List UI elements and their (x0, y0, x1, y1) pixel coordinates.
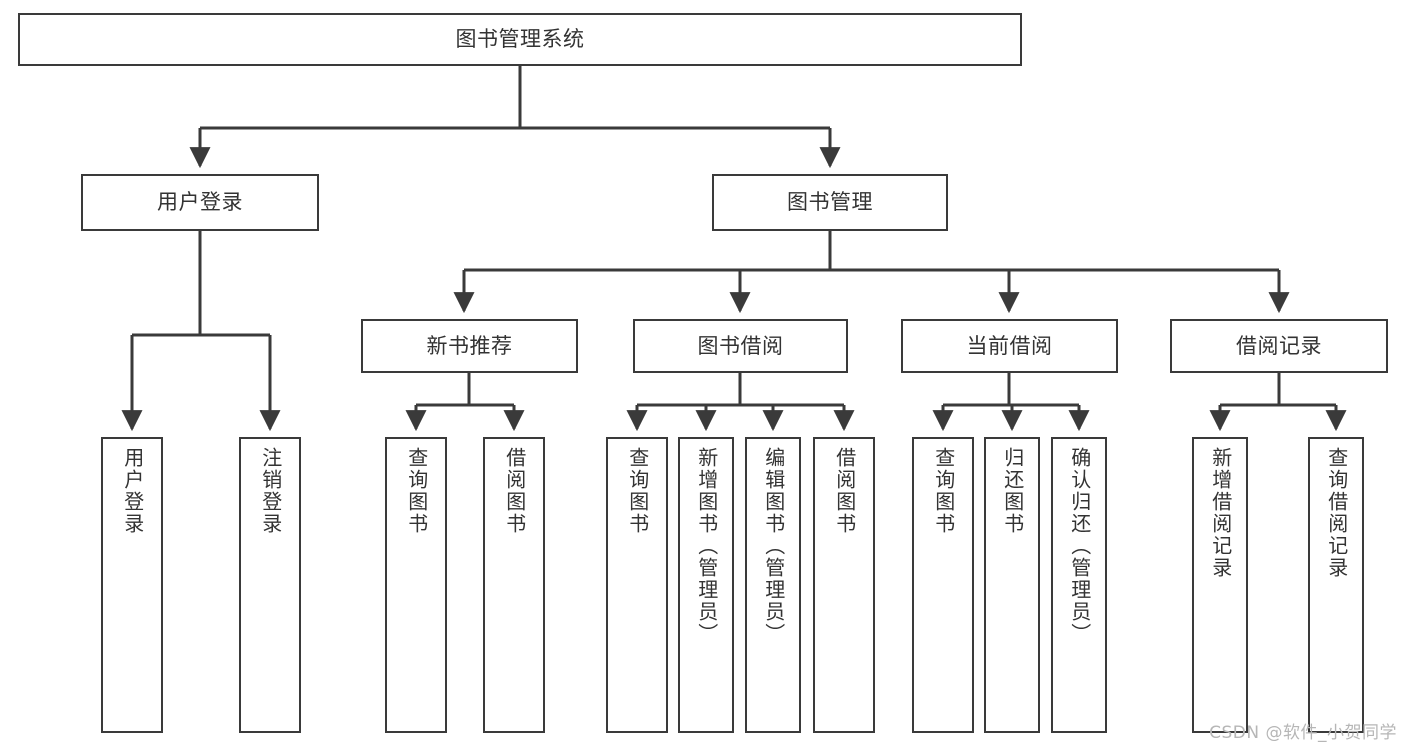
node-user-login[interactable]: 用户登录 (81, 174, 319, 231)
node-leaf-add-borrow-record-label: 新增借阅记录 (1208, 447, 1233, 579)
node-leaf-user-login-label: 用户登录 (120, 447, 145, 535)
node-leaf-return-book[interactable]: 归还图书 (984, 437, 1040, 733)
node-root[interactable]: 图书管理系统 (18, 13, 1022, 66)
node-leaf-query-book-recommend[interactable]: 查询图书 (385, 437, 447, 733)
node-book-borrow-label: 图书借阅 (697, 333, 784, 358)
node-book-manage-label: 图书管理 (787, 190, 873, 215)
node-book-manage[interactable]: 图书管理 (712, 174, 948, 231)
node-leaf-add-book-admin[interactable]: 新增图书（管理员） (678, 437, 734, 733)
node-leaf-logout[interactable]: 注销登录 (239, 437, 301, 733)
node-leaf-confirm-return-admin[interactable]: 确认归还（管理员） (1051, 437, 1107, 733)
node-leaf-logout-label: 注销登录 (258, 447, 283, 535)
node-leaf-borrow-book[interactable]: 借阅图书 (813, 437, 875, 733)
node-user-login-label: 用户登录 (157, 190, 243, 215)
node-leaf-query-book-borrow-label: 查询图书 (625, 447, 650, 535)
node-leaf-add-book-admin-label: 新增图书（管理员） (694, 447, 719, 645)
node-leaf-borrow-book-recommend-label: 借阅图书 (502, 447, 527, 535)
node-leaf-query-book-current[interactable]: 查询图书 (912, 437, 974, 733)
node-leaf-query-borrow-record[interactable]: 查询借阅记录 (1308, 437, 1364, 733)
node-new-book-recommend-label: 新书推荐 (426, 333, 513, 358)
node-leaf-edit-book-admin-label: 编辑图书（管理员） (761, 447, 786, 645)
node-leaf-borrow-book-label: 借阅图书 (832, 447, 857, 535)
node-leaf-query-book-current-label: 查询图书 (931, 447, 956, 535)
node-leaf-return-book-label: 归还图书 (1000, 447, 1025, 535)
node-leaf-add-borrow-record[interactable]: 新增借阅记录 (1192, 437, 1248, 733)
node-leaf-borrow-book-recommend[interactable]: 借阅图书 (483, 437, 545, 733)
node-book-borrow[interactable]: 图书借阅 (633, 319, 848, 373)
node-current-borrow[interactable]: 当前借阅 (901, 319, 1118, 373)
node-current-borrow-label: 当前借阅 (966, 333, 1053, 358)
node-root-label: 图书管理系统 (455, 27, 585, 52)
node-leaf-user-login[interactable]: 用户登录 (101, 437, 163, 733)
node-leaf-query-book-recommend-label: 查询图书 (404, 447, 429, 535)
node-new-book-recommend[interactable]: 新书推荐 (361, 319, 578, 373)
node-leaf-edit-book-admin[interactable]: 编辑图书（管理员） (745, 437, 801, 733)
node-leaf-query-book-borrow[interactable]: 查询图书 (606, 437, 668, 733)
node-borrow-record-label: 借阅记录 (1236, 333, 1322, 358)
node-borrow-record[interactable]: 借阅记录 (1170, 319, 1388, 373)
node-leaf-confirm-return-admin-label: 确认归还（管理员） (1067, 447, 1092, 645)
node-leaf-query-borrow-record-label: 查询借阅记录 (1324, 447, 1349, 579)
